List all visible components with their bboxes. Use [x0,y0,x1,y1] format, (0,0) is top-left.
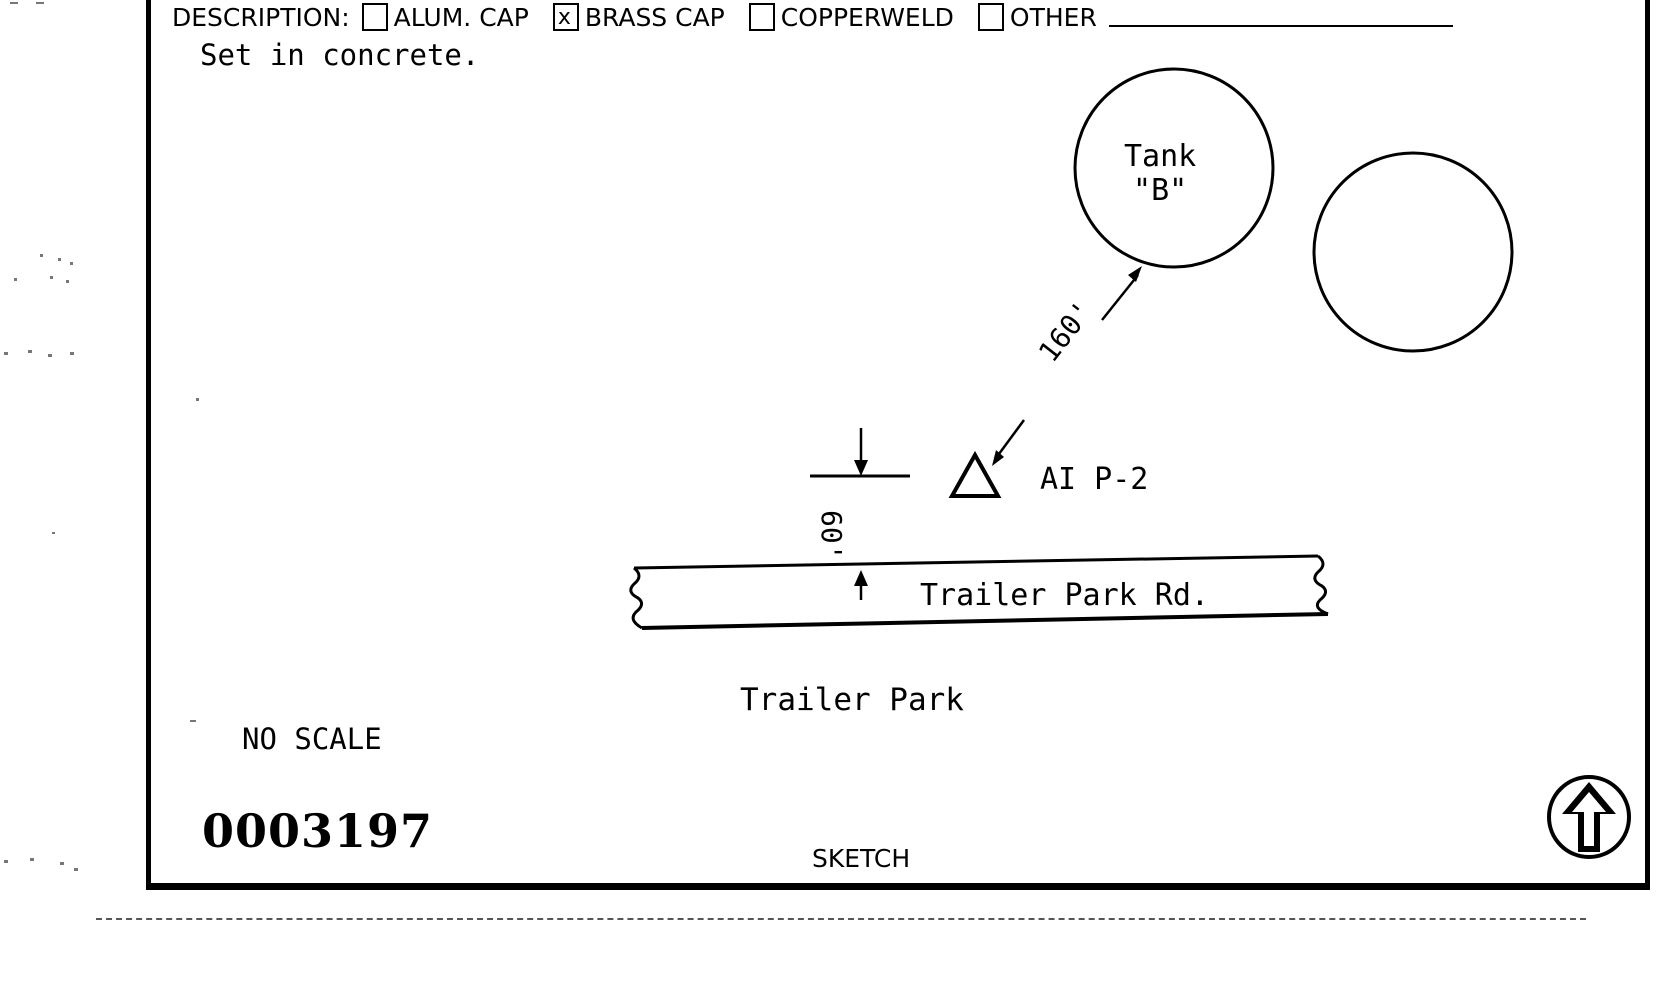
document-number: 0003197 [202,804,434,858]
road-bottom-edge [641,612,1329,630]
copperweld-label: COPPERWELD [780,2,954,32]
brass-cap-label: BRASS CAP [584,2,725,32]
other-blank-line [1108,7,1453,27]
copperweld-checkbox[interactable] [748,3,775,31]
area-label: Trailer Park [740,682,964,718]
arrowhead-to-station [992,450,1004,466]
description-text: Set in concrete. [200,38,480,72]
station-triangle [948,450,1002,498]
tank-label-name: Tank [1124,139,1197,174]
alum-cap-label: ALUM. CAP [393,2,529,32]
form-border [146,0,1650,890]
north-arrow-icon [1547,775,1631,859]
tank-b-circle [1073,67,1275,269]
arrowhead-up [854,570,868,586]
brass-cap-checkbox[interactable]: x [552,3,579,31]
other-checkbox[interactable] [977,3,1004,31]
check-mark: x [557,5,571,30]
road-break-left [629,566,643,630]
description-label: DESCRIPTION: [172,2,350,32]
dimension-line-lower [994,419,1026,459]
tank-label-letter: "B" [1133,173,1188,208]
station-label: AI P-2 [1040,462,1149,497]
tank-label: Tank "B" [1124,140,1196,208]
road-break-right [1313,554,1329,616]
arrowhead-down [854,460,868,476]
dimension-line-upper [1101,274,1139,321]
sketch-caption: SKETCH [812,844,911,873]
road-label: Trailer Park Rd. [920,578,1209,613]
arrowhead-to-tank [1128,266,1142,282]
tank-circle [1312,151,1514,353]
description-row: DESCRIPTION: ALUM. CAP x BRASS CAP COPPE… [172,0,1453,34]
scale-note: NO SCALE [242,722,382,756]
other-label: OTHER [1009,2,1097,32]
road-top-edge [633,554,1319,570]
scan-edge-noise [96,918,1586,924]
alum-cap-checkbox[interactable] [361,3,388,31]
